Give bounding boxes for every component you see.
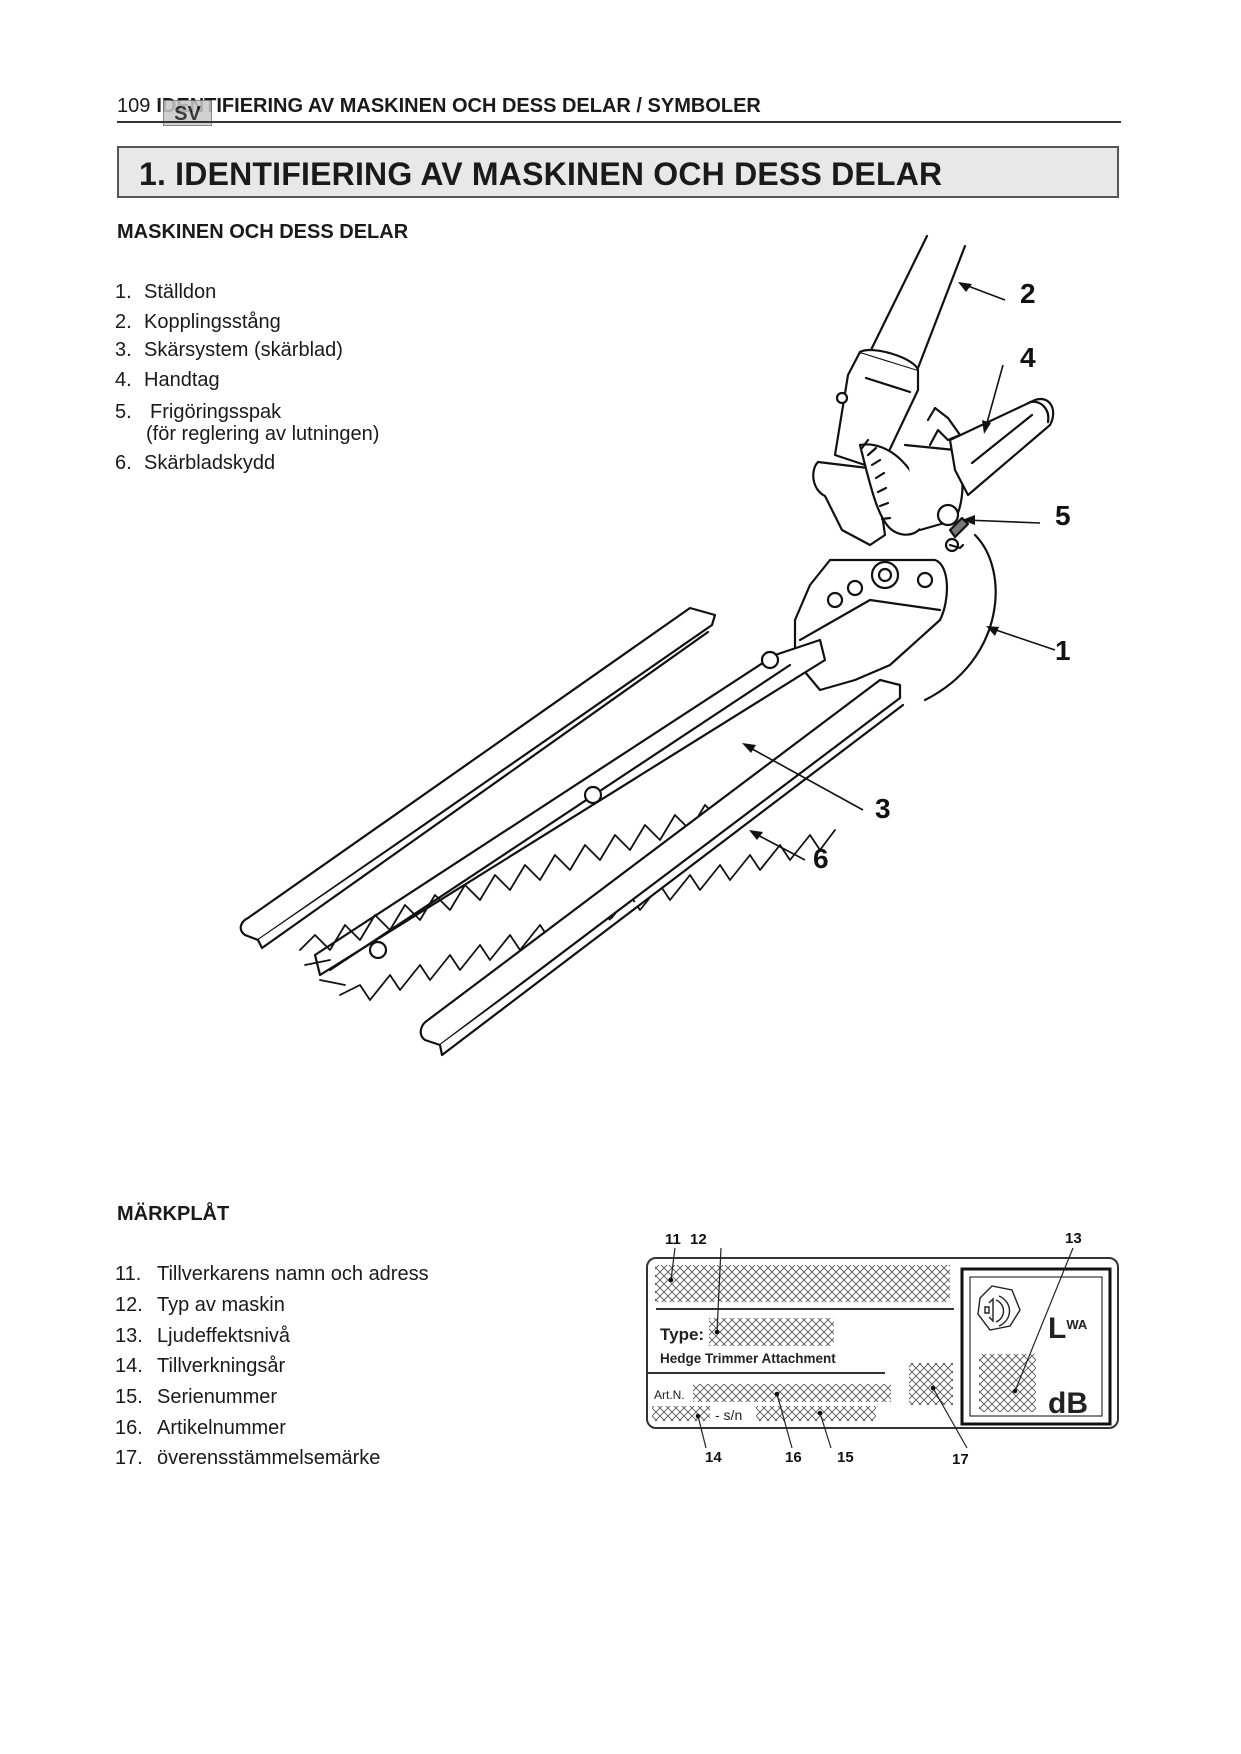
section-title: 1. IDENTIFIERING AV MASKINEN OCH DESS DE… <box>139 156 943 192</box>
article-number-field <box>693 1384 891 1402</box>
blade-guard <box>419 678 905 1057</box>
plate-product-name: Hedge Trimmer Attachment <box>660 1351 836 1366</box>
callout-5: 5 <box>1055 500 1071 531</box>
callout-2: 2 <box>1020 278 1036 309</box>
rating-plate-heading: MÄRKPLÅT <box>117 1203 230 1225</box>
rating-plate-diagram: Type: Hedge Trimmer Attachment Art.N. - … <box>646 1230 1119 1468</box>
parts-list-item-note: (för reglering av lutningen) <box>146 423 380 445</box>
plate-sn-label: - s/n <box>715 1407 742 1423</box>
hedge-trimmer-diagram: 2 4 5 1 3 6 <box>239 234 1071 1057</box>
plate-callout-14: 14 <box>705 1449 722 1466</box>
sound-level-field <box>979 1354 1036 1412</box>
section-title-box: 1. IDENTIFIERING AV MASKINEN OCH DESS DE… <box>117 146 1119 198</box>
plate-art-label: Art.N. <box>654 1388 685 1402</box>
running-title: IDENTIFIERING AV MASKINEN OCH DESS DELAR… <box>156 95 761 117</box>
plate-type-label: Type: <box>660 1325 704 1344</box>
conformity-mark-field <box>909 1363 953 1405</box>
speaker-icon <box>977 1285 1021 1331</box>
callout-leaders <box>744 282 1056 861</box>
page-number: 109 <box>117 95 151 117</box>
callout-3: 3 <box>875 793 891 824</box>
blade-nuts <box>368 650 780 960</box>
handle <box>948 397 1055 497</box>
upper-guard-rail <box>239 606 717 950</box>
lwa-symbol: LWA <box>1048 1312 1088 1345</box>
db-label: dB <box>1048 1387 1088 1420</box>
header-divider <box>117 121 1121 123</box>
callout-arrowheads <box>742 282 999 840</box>
gearbox-base <box>793 558 949 692</box>
plate-callout-17: 17 <box>952 1451 969 1468</box>
coupling-sleeve <box>833 348 920 472</box>
cutter-bar <box>313 638 827 977</box>
callout-6: 6 <box>813 843 829 874</box>
callout-1: 1 <box>1055 635 1071 666</box>
machine-parts-heading: MASKINEN OCH DESS DELAR <box>117 221 409 243</box>
manufacturer-field <box>655 1265 950 1302</box>
year-field <box>652 1406 710 1421</box>
tilt-arc <box>923 533 997 702</box>
coupling-shaft <box>868 234 967 370</box>
release-lever <box>944 516 970 553</box>
plate-callout-leaders <box>670 1247 1074 1449</box>
plate-callout-dots <box>668 1277 1018 1419</box>
serial-number-field <box>756 1406 876 1421</box>
plate-callout-15: 15 <box>837 1449 854 1466</box>
actuator-housing <box>812 406 967 547</box>
plate-callout-11: 11 <box>665 1231 681 1248</box>
callout-4: 4 <box>1020 342 1036 373</box>
plate-callout-16: 16 <box>785 1449 802 1466</box>
plate-callout-13: 13 <box>1065 1230 1082 1247</box>
plate-callout-12: 12 <box>690 1231 707 1248</box>
type-field <box>709 1318 834 1346</box>
